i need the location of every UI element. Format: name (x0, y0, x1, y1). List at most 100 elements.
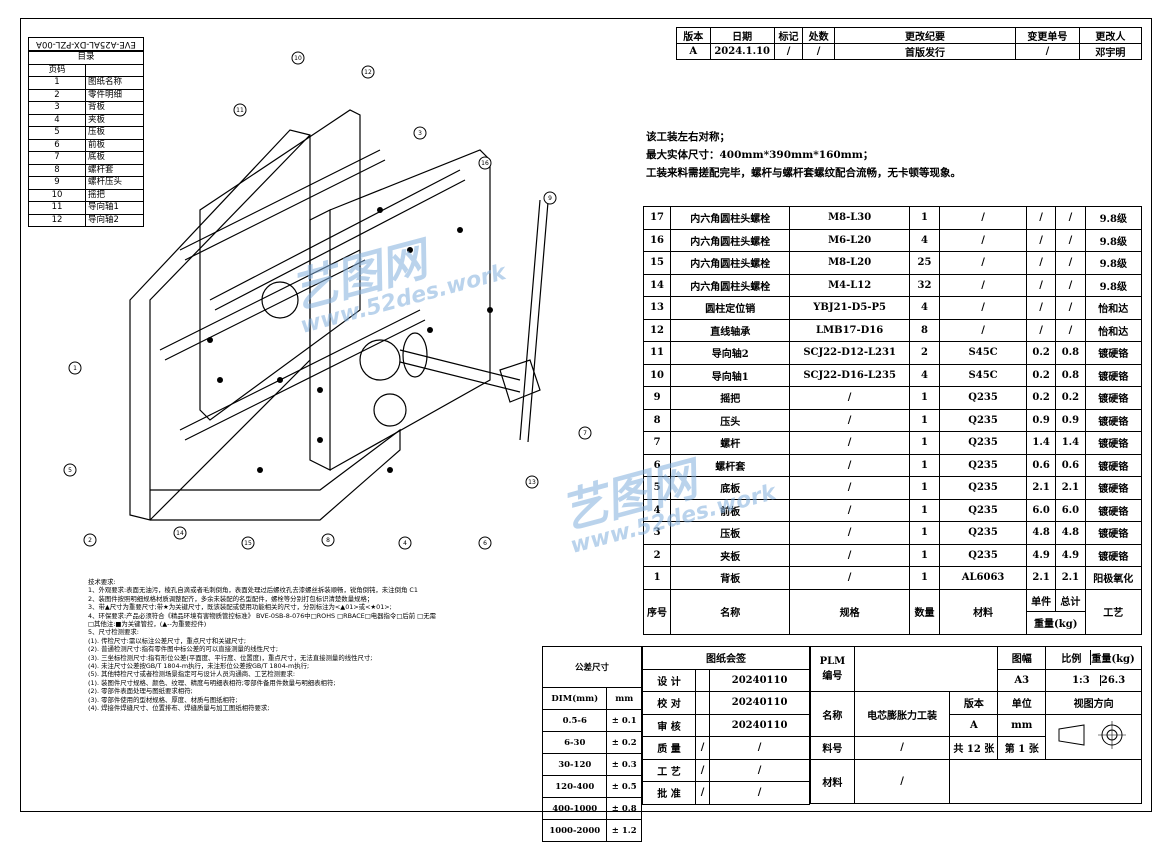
rev-cell: 2024.1.10 (709, 43, 775, 60)
bom-proc: 镀硬铬 (1084, 386, 1143, 410)
tol-row: 120-400± 0.5 (541, 775, 642, 798)
bom-proc: 镀硬铬 (1084, 341, 1143, 365)
bom-name: 圆柱定位销 (670, 296, 791, 320)
bom-total: 0.8 (1055, 341, 1086, 365)
bom-unit: 0.9 (1025, 408, 1057, 432)
bom-h-mat: 材料 (939, 588, 1027, 635)
bom-mat: Q235 (939, 431, 1027, 455)
tol-dim: 1000-2000 (541, 819, 608, 842)
signoff-row: 设 计 20240110 (642, 668, 810, 692)
bom-proc: 镀硬铬 (1084, 543, 1143, 567)
bom-no: 12 (642, 318, 672, 342)
signoff-name: / (694, 736, 711, 760)
signoff-name (694, 713, 711, 737)
screw-sleeve (402, 332, 428, 378)
guide-shaft-3 (209, 169, 466, 311)
balloon-circle (525, 475, 539, 489)
bom-mat: S45C (939, 363, 1027, 387)
tech-line: (2). 普通检测尺寸:指有零件图中标公差的可以直接测量的线性尺寸; (88, 645, 278, 654)
bom-mat: / (939, 296, 1027, 320)
balloon-circle (413, 126, 427, 140)
bom-spec: / (789, 498, 910, 522)
bom-qty: 1 (908, 431, 941, 455)
bom-qty: 1 (908, 521, 941, 545)
bom-name: 导向轴1 (670, 363, 791, 387)
bom-unit: 4.8 (1025, 521, 1057, 545)
tol-val: ± 0.3 (606, 753, 642, 776)
bom-unit: 2.1 (1025, 476, 1057, 500)
balloon-label: 13 (528, 479, 536, 486)
tol-val: ± 0.5 (606, 775, 642, 798)
bom-name: 压头 (670, 408, 791, 432)
signoff-label: 校 对 (642, 691, 696, 715)
bom-total: / (1055, 206, 1086, 230)
version-value: A (949, 713, 999, 737)
signoff-label: 设 计 (642, 668, 696, 692)
size-value: A3 (997, 668, 1047, 692)
tech-line: 3、带▲尺寸为重要尺寸;带★为关键尺寸，既该装配或使用功能相关的尺寸，分别标注为… (88, 603, 392, 612)
signoff-row: 工 艺// (642, 758, 810, 782)
balloon-label: 14 (176, 530, 184, 537)
signoff-label: 工 艺 (642, 758, 696, 782)
tech-line: (1). 传检尺寸:需以标注公差尺寸，重点尺寸和关键尺寸; (88, 636, 247, 645)
bom-proc: 9.8级 (1084, 228, 1143, 252)
balloon-circle (173, 526, 187, 540)
unit-label: 单位 (997, 691, 1047, 715)
bom-spec: / (789, 476, 910, 500)
rev-header: 变更单号 (1015, 27, 1080, 44)
bom-qty: 1 (908, 476, 941, 500)
bom-unit: 0.2 (1025, 363, 1057, 387)
signoff-date: 20240110 (709, 668, 810, 692)
bom-spec: M8-L30 (789, 206, 910, 230)
tech-line: (3). 零部件使用的型材规格、厚度、材质与图纸相符; (88, 695, 238, 704)
balloon-circle (361, 65, 375, 79)
bom-unit: 2.1 (1025, 566, 1057, 590)
index-name: 底板 (85, 151, 144, 165)
bom-total: 6.0 (1055, 498, 1086, 522)
bom-spec: YBJ21-D5-P5 (789, 296, 910, 320)
bom-mat: / (939, 206, 1027, 230)
tol-dim: 120-400 (541, 775, 608, 798)
bom-no: 2 (642, 543, 672, 567)
handle-bar (519, 199, 549, 443)
bom-proc: 9.8级 (1084, 251, 1143, 275)
bom-mat: Q235 (939, 476, 1027, 500)
tol-dim: 0.5-6 (541, 709, 608, 732)
balloon-circle (63, 463, 77, 477)
bom-total: 4.8 (1055, 521, 1086, 545)
tol-row: 400-1000± 0.8 (541, 797, 642, 820)
bom-mat: Q235 (939, 453, 1027, 477)
bom-proc: 镀硬铬 (1084, 431, 1143, 455)
material-label: 材料 (810, 758, 855, 804)
bom-total: / (1055, 318, 1086, 342)
bom-unit: 4.9 (1025, 543, 1057, 567)
bom-unit: 0.2 (1025, 386, 1057, 410)
bom-unit: 0.6 (1025, 453, 1057, 477)
bom-mat: / (939, 318, 1027, 342)
tol-h-mm: mm (606, 687, 642, 710)
bom-mat: / (939, 273, 1027, 297)
note-2: 最大实体尺寸：400mm*390mm*160mm； (646, 149, 874, 161)
rev-header: 处数 (802, 27, 836, 44)
note-1: 该工装左右对称； (646, 131, 730, 143)
bom-total: 1.4 (1055, 431, 1086, 455)
bom-spec: M6-L20 (789, 228, 910, 252)
balloon-circle (68, 361, 82, 375)
bom-spec: / (789, 453, 910, 477)
view-symbol (1045, 713, 1142, 760)
bom-proc: 怡和达 (1084, 318, 1143, 342)
bom-total: / (1055, 273, 1086, 297)
balloon-circle (398, 536, 412, 550)
